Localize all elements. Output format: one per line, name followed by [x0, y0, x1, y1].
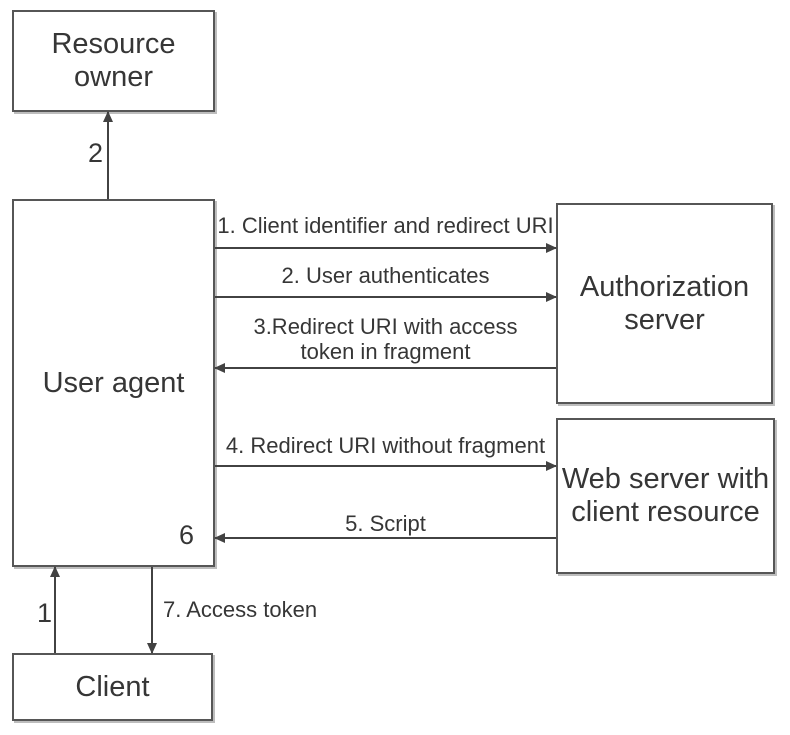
arrowhead-left-icon — [214, 533, 225, 543]
arrow-step7-down-to-client — [147, 567, 157, 654]
label-step1-vertical: 1 — [37, 598, 53, 628]
node-user-agent: User agent — [12, 199, 215, 567]
label-step5: 5. Script — [345, 511, 426, 536]
arrowhead-left-icon — [214, 363, 225, 373]
label-step4: 4. Redirect URI without fragment — [225, 433, 546, 458]
arrow-step4-right — [215, 461, 557, 471]
node-user-agent-label: User agent — [42, 366, 185, 399]
label-step2: 2. User authenticates — [281, 263, 490, 288]
arrow-step1-right — [215, 243, 557, 253]
node-client-label: Client — [75, 670, 150, 703]
node-authorization-server-label: Authorization server — [579, 270, 750, 336]
label-step2-vertical: 2 — [88, 138, 104, 168]
arrow-step1-up-from-client — [50, 566, 60, 653]
arrowhead-up-icon — [103, 111, 113, 122]
label-step7: 7. Access token — [163, 597, 318, 622]
arrow-step5-left — [214, 533, 556, 543]
arrow-step2-right — [215, 292, 557, 302]
arrow-step2-up-to-resource-owner — [103, 111, 113, 199]
node-client: Client — [12, 653, 213, 721]
arrowhead-right-icon — [546, 461, 557, 471]
arrow-step3-left — [214, 363, 556, 373]
label-step6: 6 — [179, 520, 195, 550]
arrowhead-right-icon — [546, 243, 557, 253]
label-step3: 3.Redirect URI with access token in frag… — [253, 314, 518, 364]
arrowhead-down-icon — [147, 643, 157, 654]
node-resource-owner-label: Resource owner — [51, 28, 176, 93]
arrowhead-up-icon — [50, 566, 60, 577]
node-web-server: Web server with client resource — [556, 418, 775, 574]
node-resource-owner: Resource owner — [12, 10, 215, 112]
arrowhead-right-icon — [546, 292, 557, 302]
label-step1: 1. Client identifier and redirect URI — [217, 213, 554, 238]
node-web-server-label: Web server with client resource — [561, 463, 770, 528]
node-authorization-server: Authorization server — [556, 203, 773, 404]
